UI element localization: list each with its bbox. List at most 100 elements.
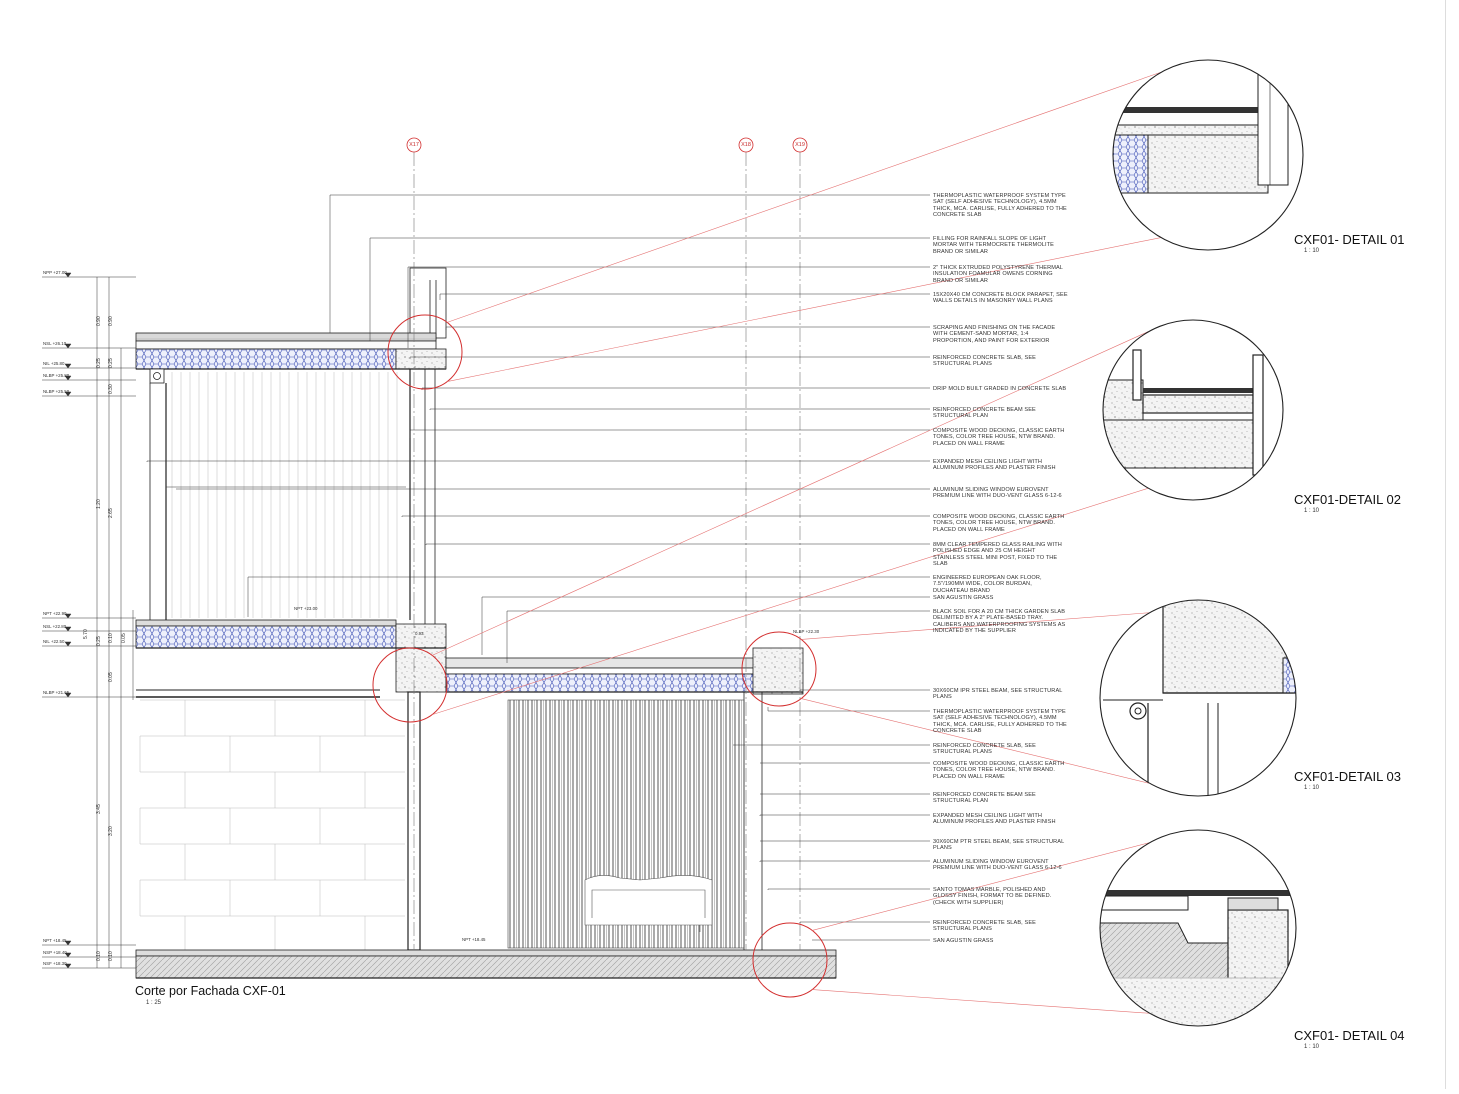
level-marker xyxy=(64,272,72,278)
note-leader xyxy=(429,408,930,410)
detail-title: CXF01- DETAIL 04 xyxy=(1294,1028,1405,1043)
note-leader xyxy=(759,814,930,816)
note-leader xyxy=(445,326,930,330)
dimension-label: 5.70 xyxy=(83,629,89,639)
detail-scale: 1 : 10 xyxy=(1304,508,1320,514)
annotation-note: THERMOPLASTIC WATERPROOF SYSTEM TYPE SAT… xyxy=(933,709,1067,735)
dimension-label: 0.30 xyxy=(108,384,114,394)
annotation-note: SAN AGUSTIN GRASS xyxy=(933,938,994,944)
annotation-note: REINFORCED CONCRETE BEAM SEE STRUCTURAL … xyxy=(933,792,1036,805)
dimension-label: 0.90 xyxy=(108,316,114,326)
note-leader xyxy=(421,387,930,390)
note-leader xyxy=(409,429,930,438)
level-marker xyxy=(64,641,72,647)
level-marker xyxy=(64,363,72,369)
annotation-note: 15X20X40 CM CONCRETE BLOCK PARAPET, SEE … xyxy=(933,292,1068,305)
grid-axis-label: X19 xyxy=(795,142,805,148)
annotation-note: SCRAPING AND FINISHING ON THE FACADE WIT… xyxy=(933,325,1056,344)
mid-slab xyxy=(135,619,804,951)
detail-callout-circle xyxy=(741,631,817,707)
plan-label: 0.93 xyxy=(415,631,424,636)
dimension-lines xyxy=(96,277,134,968)
annotation-note: REINFORCED CONCRETE SLAB, SEE STRUCTURAL… xyxy=(933,355,1036,368)
ground-slab xyxy=(135,949,837,979)
detail-circles xyxy=(1099,59,1304,1027)
plan-label: NPT +23.00 xyxy=(294,606,318,611)
level-label: NIL +25.80 xyxy=(43,361,65,366)
dimension-label: 0.25 xyxy=(96,358,102,368)
note-leader xyxy=(369,237,930,341)
annotation-note: ALUMINUM SLIDING WINDOW EUROVENT PREMIUM… xyxy=(933,487,1062,500)
level-marker xyxy=(64,692,72,698)
note-leader xyxy=(409,356,930,359)
grid-axes xyxy=(406,137,808,950)
note-leader xyxy=(247,576,930,617)
annotation-note: EXPANDED MESH CEILING LIGHT WITH ALUMINU… xyxy=(933,813,1056,826)
zoom-line xyxy=(432,488,1149,715)
annotation-note: THERMOPLASTIC WATERPROOF SYSTEM TYPE SAT… xyxy=(933,193,1067,219)
dimension-label: 0.25 xyxy=(96,636,102,646)
zoom-line xyxy=(812,989,1150,1014)
note-leaders xyxy=(146,194,930,941)
dimension-label: 0.25 xyxy=(108,358,114,368)
annotation-note: EXPANDED MESH CEILING LIGHT WITH ALUMINU… xyxy=(933,459,1056,472)
annotation-note: REINFORCED CONCRETE SLAB, SEE STRUCTURAL… xyxy=(933,743,1036,756)
sheet-border xyxy=(1445,0,1446,1089)
detail-scale: 1 : 10 xyxy=(1304,785,1320,791)
level-marker xyxy=(64,343,72,349)
annotation-note: SAN AGUSTIN GRASS xyxy=(933,595,994,601)
annotation-note: 30X60CM IPR STEEL BEAM, SEE STRUCTURAL P… xyxy=(933,688,1063,701)
annotation-note: 8MM CLEAR TEMPERED GLASS RAILING WITH PO… xyxy=(933,542,1062,568)
dimension-label: 0.05 xyxy=(108,672,114,682)
level-marks xyxy=(42,272,136,969)
dimension-label: 0.10 xyxy=(96,951,102,961)
detail-circle-border xyxy=(1112,59,1304,251)
zoom-line xyxy=(801,612,1150,640)
note-leader xyxy=(425,543,930,545)
level-marker xyxy=(64,613,72,619)
level-label: NLBP +25.50 xyxy=(43,389,70,394)
detail-title: CXF01- DETAIL 01 xyxy=(1294,232,1405,247)
lounge-chair xyxy=(584,875,713,932)
grid-axis-bubble xyxy=(406,137,422,153)
drawing-title: Corte por Fachada CXF-01 xyxy=(135,984,286,998)
detail-title: CXF01-DETAIL 02 xyxy=(1294,492,1401,507)
detail-callouts xyxy=(372,72,1161,1014)
detail-circle-border xyxy=(1099,599,1297,797)
level-label: NSP +18.40 xyxy=(43,950,67,955)
level-label: NIL +22.50 xyxy=(43,639,65,644)
plan-label: NLBP +22.30 xyxy=(793,629,820,634)
note-leader xyxy=(439,293,930,300)
plan-label: NPT +18.45 xyxy=(462,937,486,942)
annotation-note: REINFORCED CONCRETE SLAB, SEE STRUCTURAL… xyxy=(933,920,1036,933)
detail-title: CXF01-DETAIL 03 xyxy=(1294,769,1401,784)
annotation-note: SANTO TOMAS MARBLE, POLISHED AND GLOSSY … xyxy=(933,887,1052,906)
annotation-note: ALUMINUM SLIDING WINDOW EUROVENT PREMIUM… xyxy=(933,859,1062,872)
drawing-scale: 1 : 25 xyxy=(146,1000,162,1006)
zoom-line xyxy=(447,72,1161,323)
note-leader xyxy=(767,888,930,890)
level-label: NSL +22.80 xyxy=(43,624,67,629)
main-section xyxy=(135,267,447,640)
level-label: NSF +18.30 xyxy=(43,961,67,966)
grid-axis-label: X18 xyxy=(741,142,751,148)
dimension-label: 0.05 xyxy=(121,633,127,643)
zoom-line xyxy=(432,331,1149,656)
annotation-note: 2" THICK EXTRUDED POLYSTYRENE THERMAL IN… xyxy=(933,265,1063,284)
level-marker xyxy=(64,626,72,632)
detail-scale: 1 : 10 xyxy=(1304,1044,1320,1050)
annotation-note: ENGINEERED EUROPEAN OAK FLOOR, 7.5"/190M… xyxy=(933,575,1042,594)
detail-circle-border xyxy=(1102,319,1284,501)
level-marker xyxy=(64,375,72,381)
detail-circle-border xyxy=(1099,829,1297,1027)
level-label: NLBP +21.65 xyxy=(43,690,70,695)
note-leader xyxy=(799,921,930,923)
level-label: NPT +18.45 xyxy=(43,938,67,943)
grid-axis-label: X17 xyxy=(409,142,419,148)
annotation-note: 30X60CM PTR STEEL BEAM, SEE STRUCTURAL P… xyxy=(933,839,1065,852)
detail-drawing xyxy=(1103,320,1283,500)
dimension-label: 3.20 xyxy=(108,826,114,836)
annotation-note: BLACK SOIL FOR A 20 CM THICK GARDEN SLAB… xyxy=(933,609,1066,635)
